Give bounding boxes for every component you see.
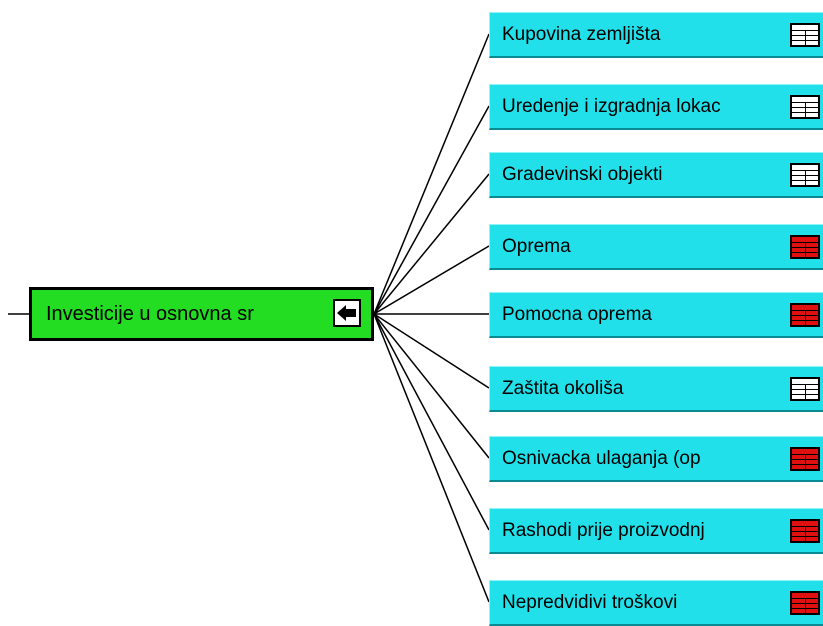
connector-lines (8, 33, 490, 603)
table-icon[interactable] (790, 95, 820, 119)
child-node[interactable]: Zaštita okoliša (489, 366, 823, 412)
arrow-left-icon[interactable] (333, 299, 361, 327)
child-node[interactable]: Kupovina zemljišta (489, 12, 823, 58)
connector-line (373, 33, 490, 315)
table-icon[interactable] (790, 163, 820, 187)
table-icon[interactable] (790, 377, 820, 401)
child-node-label: Uredenje i izgradnja lokac (502, 96, 721, 117)
child-node-label: Pomocna oprema (502, 304, 652, 325)
table-icon[interactable] (790, 519, 820, 543)
root-node-label: Investicije u osnovna sr (46, 303, 254, 325)
table-icon[interactable] (790, 591, 820, 615)
child-node[interactable]: Gradevinski objekti (489, 152, 823, 198)
table-icon[interactable] (790, 303, 820, 327)
child-node-label: Oprema (502, 236, 571, 257)
connector-line (373, 313, 490, 531)
child-node[interactable]: Pomocna oprema (489, 292, 823, 338)
child-node-label: Kupovina zemljišta (502, 24, 661, 45)
child-node-label: Rashodi prije proizvodnj (502, 520, 705, 541)
child-node-label: Zaštita okoliša (502, 378, 624, 399)
connector-line (373, 313, 490, 459)
root-node-investicije[interactable]: Investicije u osnovna sr (29, 287, 374, 341)
child-node[interactable]: Uredenje i izgradnja lokac (489, 84, 823, 130)
connector-line (373, 313, 490, 389)
child-node-label: Nepredvidivi troškovi (502, 592, 678, 613)
connector-line (373, 245, 490, 315)
child-node[interactable]: Rashodi prije proizvodnj (489, 508, 823, 554)
child-node-label: Osnivacka ulaganja (op (502, 448, 701, 469)
connector-line (373, 313, 490, 603)
connector-line (373, 105, 490, 315)
child-node[interactable]: Osnivacka ulaganja (op (489, 436, 823, 482)
table-icon[interactable] (790, 23, 820, 47)
child-node-label: Gradevinski objekti (502, 164, 663, 185)
child-node[interactable]: Nepredvidivi troškovi (489, 580, 823, 626)
child-node[interactable]: Oprema (489, 224, 823, 270)
connector-line (373, 173, 490, 315)
table-icon[interactable] (790, 235, 820, 259)
table-icon[interactable] (790, 447, 820, 471)
